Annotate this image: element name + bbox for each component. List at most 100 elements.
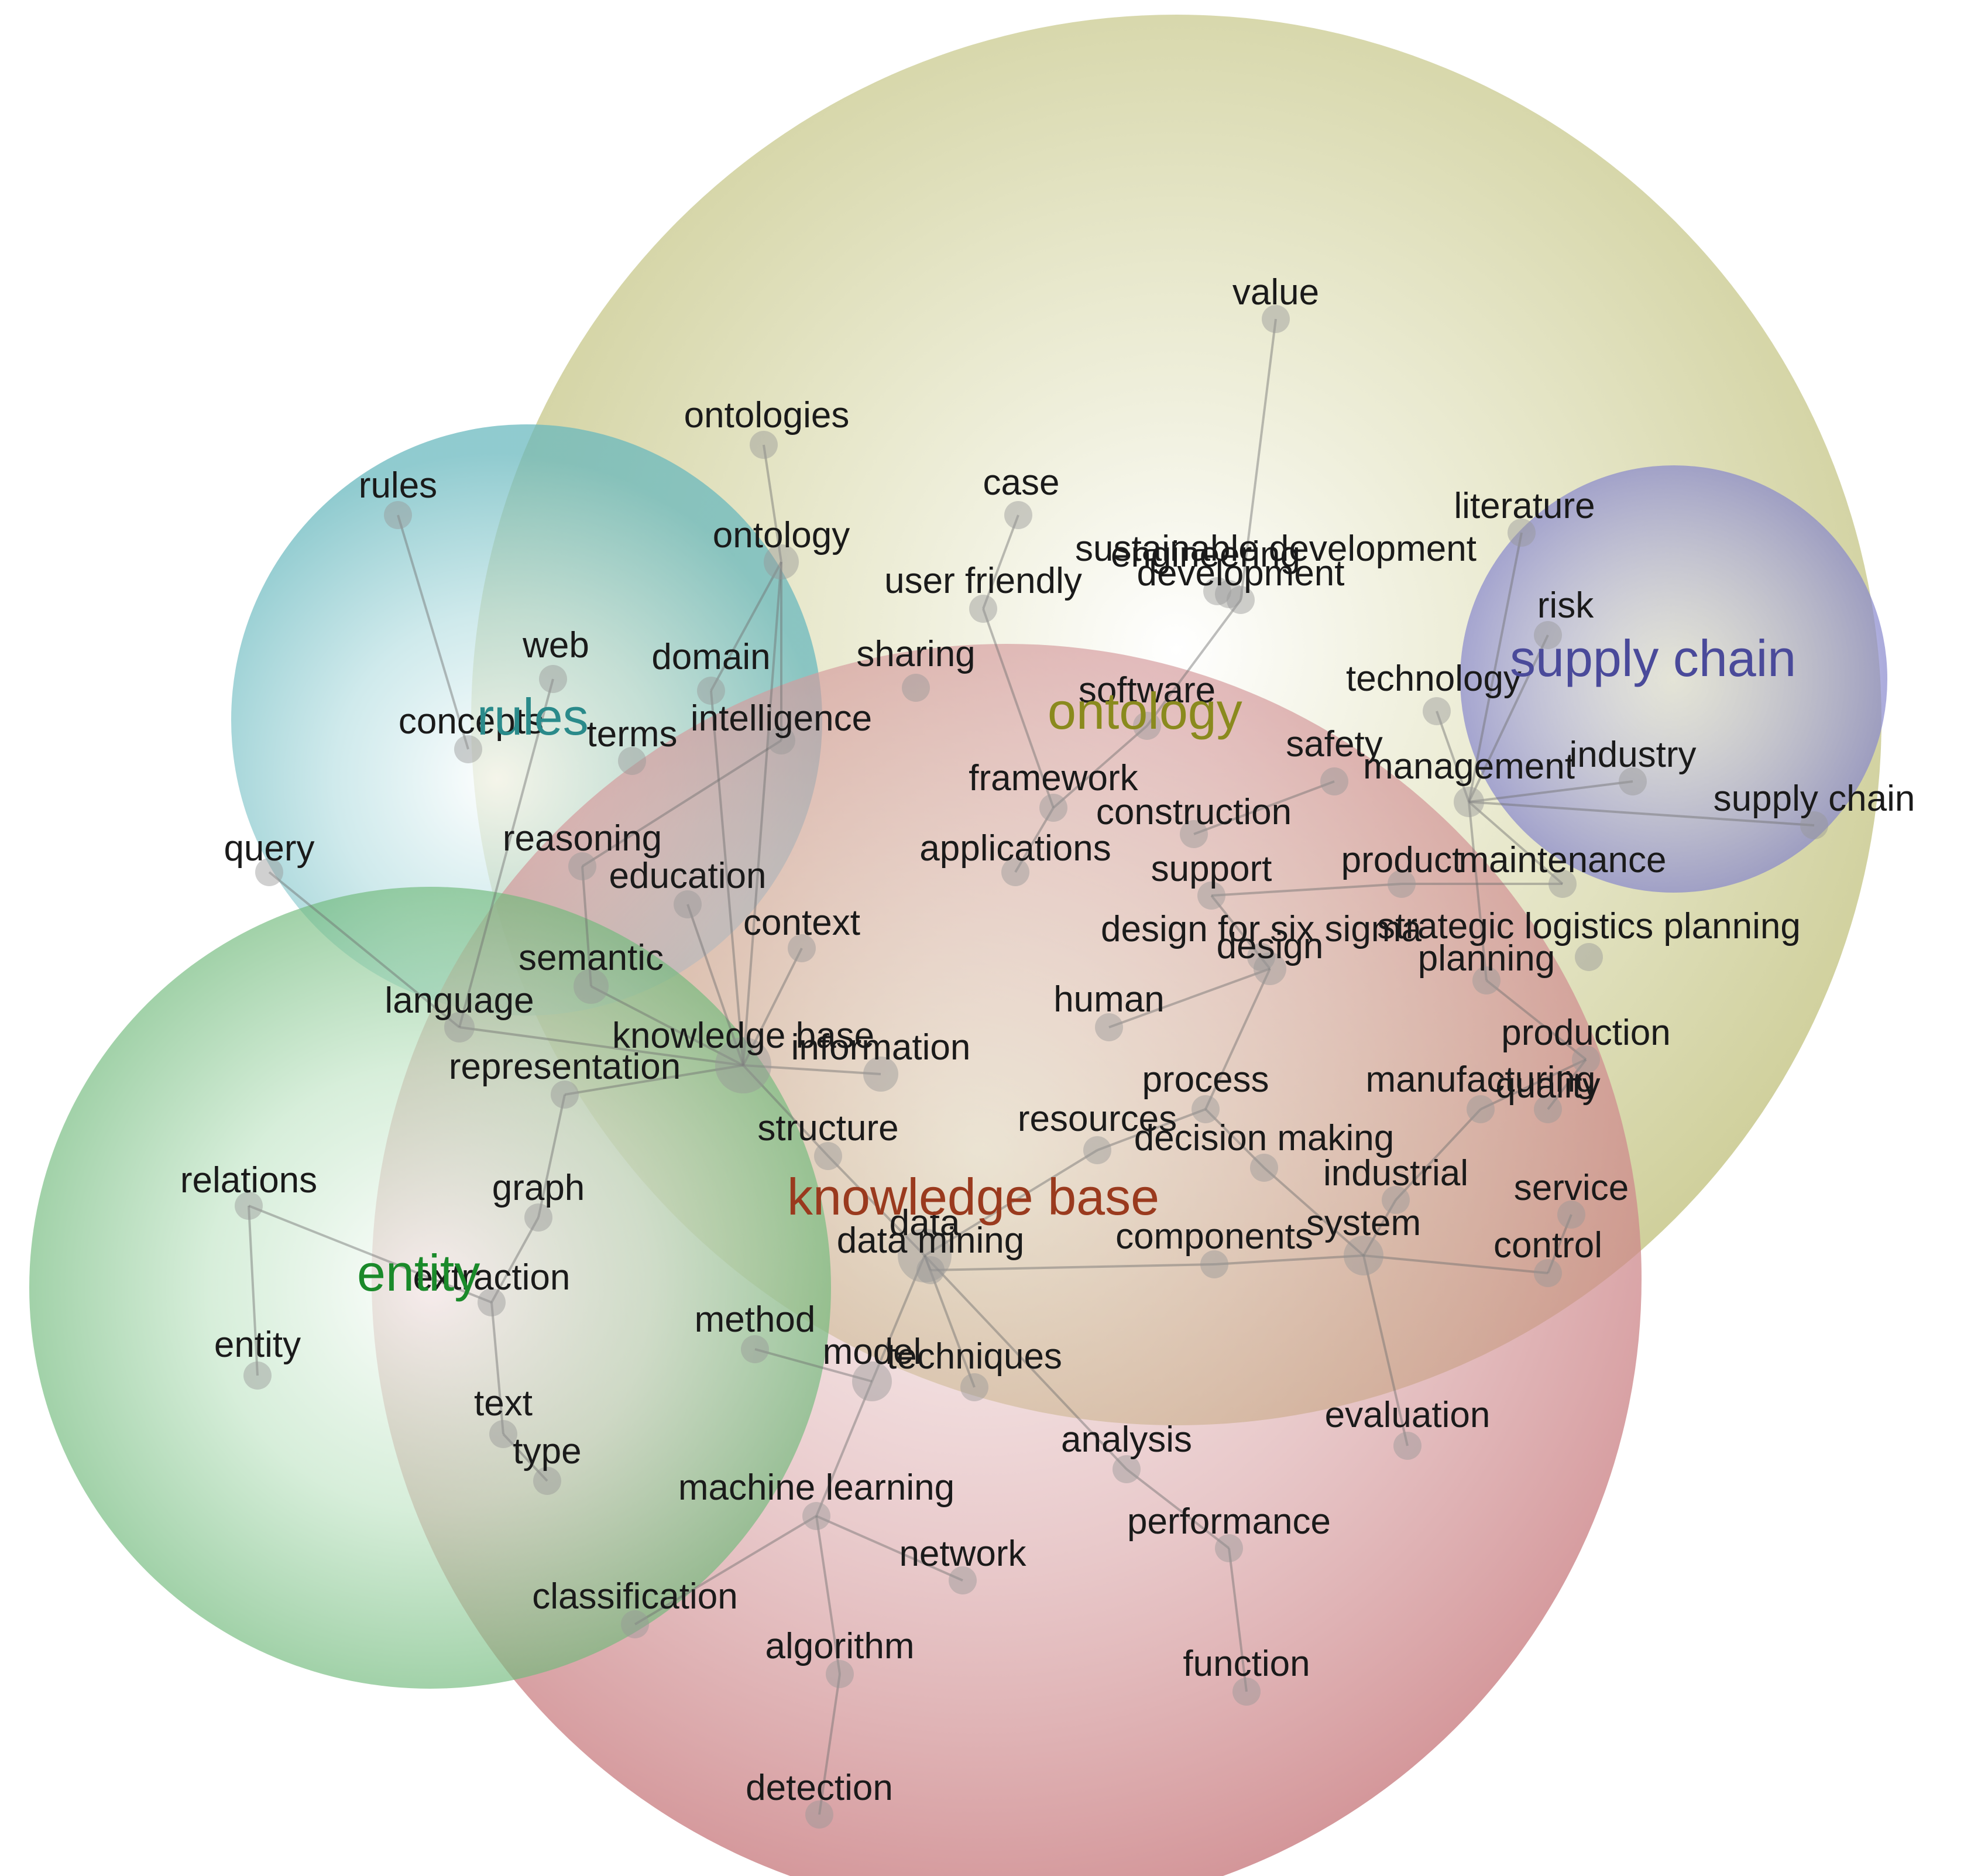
- node-domain[interactable]: [697, 677, 725, 705]
- term-label-maintenance: maintenance: [1458, 840, 1666, 880]
- node-planning[interactable]: [1472, 966, 1501, 994]
- node-graph[interactable]: [524, 1203, 552, 1232]
- node-ontology[interactable]: [764, 544, 799, 579]
- node-semantic[interactable]: [574, 969, 609, 1004]
- node-support[interactable]: [1197, 882, 1225, 910]
- node-quality[interactable]: [1534, 1095, 1562, 1123]
- edge-graph-extraction: [490, 1217, 540, 1303]
- edge-case-user-friendly: [982, 515, 1019, 609]
- node-reasoning[interactable]: [568, 852, 596, 880]
- node-industrial[interactable]: [1382, 1186, 1410, 1214]
- node-value[interactable]: [1262, 305, 1290, 333]
- node-relations[interactable]: [235, 1192, 263, 1220]
- node-design-for-six-sigma[interactable]: [1247, 943, 1275, 971]
- node-user-friendly[interactable]: [969, 595, 997, 623]
- node-literature[interactable]: [1508, 519, 1536, 547]
- node-education[interactable]: [674, 890, 702, 918]
- node-software[interactable]: [1133, 712, 1161, 740]
- node-structure[interactable]: [814, 1142, 842, 1170]
- node-representation[interactable]: [551, 1081, 579, 1109]
- node-sharing[interactable]: [902, 674, 930, 702]
- node-network[interactable]: [949, 1566, 977, 1594]
- node-terms[interactable]: [618, 747, 646, 775]
- edge-ontology-domain: [710, 561, 782, 691]
- node-concepts[interactable]: [454, 735, 482, 763]
- node-machine-learning[interactable]: [802, 1502, 830, 1530]
- node-text[interactable]: [489, 1420, 517, 1448]
- edge-machine-learning-classification: [634, 1515, 818, 1625]
- node-evaluation[interactable]: [1393, 1432, 1422, 1460]
- node-product[interactable]: [1388, 870, 1416, 898]
- node-maintenance[interactable]: [1548, 870, 1577, 898]
- node-detection[interactable]: [805, 1800, 833, 1829]
- edge-service-control: [1547, 1214, 1572, 1274]
- node-service[interactable]: [1557, 1201, 1585, 1229]
- node-case[interactable]: [1004, 501, 1032, 529]
- node-query[interactable]: [255, 858, 283, 886]
- edge-literature-management: [1468, 532, 1523, 802]
- edge-data-data-mining: [923, 1255, 932, 1271]
- node-resources[interactable]: [1083, 1136, 1111, 1164]
- term-label-network: network: [899, 1534, 1026, 1574]
- term-label-product: product: [1341, 840, 1462, 880]
- cluster-entity[interactable]: [29, 887, 831, 1689]
- term-label-relations: relations: [180, 1160, 317, 1201]
- node-context[interactable]: [788, 934, 816, 962]
- node-development[interactable]: [1227, 586, 1255, 614]
- node-components[interactable]: [1200, 1250, 1228, 1278]
- node-system[interactable]: [1344, 1236, 1383, 1275]
- edge-intelligence-reasoning: [581, 739, 782, 867]
- node-model[interactable]: [852, 1361, 892, 1401]
- node-safety[interactable]: [1320, 767, 1348, 795]
- edge-ontology-knowledge-base-term: [742, 561, 782, 1066]
- edge-quality-production: [1547, 1058, 1587, 1110]
- node-type[interactable]: [533, 1467, 561, 1495]
- node-engineering[interactable]: [1215, 580, 1243, 608]
- node-sustainable-development[interactable]: [1203, 577, 1231, 605]
- node-techniques[interactable]: [960, 1373, 988, 1401]
- node-knowledge-base-term[interactable]: [715, 1037, 771, 1093]
- edge-reasoning-semantic: [581, 866, 592, 987]
- node-human[interactable]: [1095, 1013, 1123, 1041]
- node-entity-term[interactable]: [243, 1361, 272, 1390]
- node-classification[interactable]: [621, 1610, 649, 1638]
- node-data[interactable]: [898, 1229, 952, 1282]
- term-label-sustainable-development: sustainable development: [1075, 529, 1477, 569]
- node-management[interactable]: [1454, 787, 1484, 817]
- node-process[interactable]: [1192, 1095, 1220, 1123]
- node-risk[interactable]: [1534, 621, 1562, 649]
- node-method[interactable]: [741, 1335, 769, 1363]
- node-ontologies[interactable]: [750, 431, 778, 459]
- edge-supply-chain-term-management: [1468, 801, 1815, 826]
- edge-context-knowledge-base-term: [742, 948, 803, 1066]
- node-analysis[interactable]: [1113, 1455, 1141, 1483]
- term-label-information: information: [791, 1027, 971, 1068]
- node-data-mining[interactable]: [916, 1256, 945, 1284]
- node-function[interactable]: [1232, 1678, 1261, 1706]
- node-decision-making[interactable]: [1250, 1154, 1278, 1182]
- node-design[interactable]: [1254, 952, 1286, 985]
- node-intelligence[interactable]: [767, 726, 795, 754]
- node-language[interactable]: [444, 1012, 475, 1042]
- node-extraction[interactable]: [478, 1288, 506, 1316]
- node-rules[interactable]: [384, 501, 412, 529]
- node-algorithm[interactable]: [826, 1660, 854, 1688]
- node-construction[interactable]: [1180, 820, 1208, 848]
- node-framework[interactable]: [1039, 794, 1067, 822]
- node-performance[interactable]: [1215, 1534, 1243, 1562]
- node-supply-chain-term[interactable]: [1800, 811, 1828, 839]
- term-label-applications: applications: [919, 828, 1111, 869]
- term-label-production: production: [1501, 1013, 1671, 1053]
- node-manufacturing[interactable]: [1467, 1095, 1495, 1123]
- node-applications[interactable]: [1001, 858, 1029, 886]
- edge-industry-management: [1468, 780, 1633, 803]
- cluster-supply-chain[interactable]: [1460, 465, 1887, 893]
- node-web[interactable]: [539, 665, 567, 693]
- node-production[interactable]: [1572, 1045, 1600, 1074]
- node-industry[interactable]: [1619, 767, 1647, 795]
- node-technology[interactable]: [1423, 697, 1451, 725]
- node-control[interactable]: [1534, 1259, 1562, 1287]
- node-strategic-logistics-planning[interactable]: [1575, 943, 1603, 971]
- term-label-entity-term: entity: [214, 1325, 301, 1365]
- node-information[interactable]: [863, 1057, 898, 1092]
